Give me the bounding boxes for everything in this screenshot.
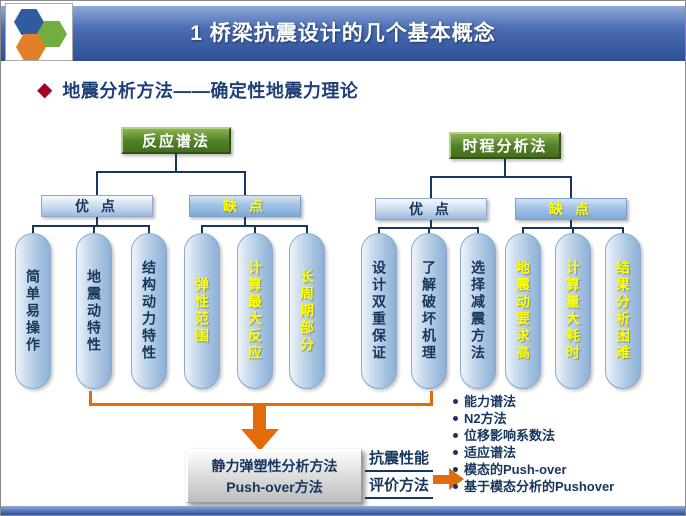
- connector-line: [572, 227, 574, 234]
- orange-arrow-shaft: [433, 475, 450, 484]
- connector-line: [306, 225, 308, 233]
- down-arrow-icon: [241, 429, 279, 451]
- subtitle-text: 地震分析方法——确定性地震力理论: [62, 81, 359, 101]
- orange-arrow-shaft: [253, 403, 266, 429]
- pro-cylinder-label: 了解破坏机理: [421, 260, 437, 362]
- bullet-dot-icon: [453, 484, 458, 489]
- header-band: [1, 6, 685, 61]
- connector-line: [477, 227, 479, 234]
- page-title: 1 桥梁抗震设计的几个基本概念: [190, 22, 496, 45]
- pro-cylinder-label: 简单易操作: [25, 268, 41, 354]
- connector-line: [96, 217, 98, 226]
- con-cylinder-label: 地震动要求高: [515, 260, 531, 362]
- connector-line: [93, 225, 95, 233]
- list-item: 模态的Push-over: [453, 461, 685, 478]
- con-cylinder-label: 长周期部分: [299, 268, 315, 354]
- right-cons-box: 缺 点: [515, 198, 627, 220]
- pro-cylinder-label: 设计双重保证: [371, 260, 387, 362]
- pro-cylinder: 设计双重保证: [361, 233, 397, 389]
- orange-connector-line: [89, 391, 92, 404]
- orange-connector-line: [430, 391, 433, 404]
- pro-cylinder: 了解破坏机理: [411, 233, 447, 389]
- connector-line: [522, 227, 524, 234]
- con-cylinder-label: 结果分析困难: [615, 260, 631, 362]
- method-label: 模态的Push-over: [464, 462, 567, 477]
- left-cons-box: 缺 点: [189, 195, 301, 217]
- connector-line: [504, 159, 506, 177]
- pro-cylinder: 结构动力特性: [131, 233, 167, 389]
- con-cylinder: 计算量大耗时: [555, 233, 591, 389]
- connector-line: [378, 227, 380, 234]
- list-item: 位移影响系数法: [453, 427, 685, 444]
- pushover-box: 静力弹塑性分析方法 Push-over方法: [186, 449, 362, 503]
- left-pros-box: 优 点: [41, 195, 153, 217]
- connector-line: [254, 225, 256, 233]
- pro-cylinder-label: 结构动力特性: [141, 260, 157, 362]
- connector-line: [244, 171, 246, 195]
- bullet-dot-icon: [453, 433, 458, 438]
- connector-line: [175, 154, 177, 172]
- pro-cylinder-label: 选择减震方法: [470, 260, 486, 362]
- footer-band: [1, 506, 685, 515]
- method-label: 能力谱法: [464, 394, 517, 409]
- method-label: N2方法: [464, 411, 507, 426]
- connector-line: [148, 225, 150, 233]
- con-cylinder-label: 计算量大耗时: [565, 260, 581, 362]
- bullet-dot-icon: [453, 416, 458, 421]
- logo: [5, 3, 73, 61]
- bullet-dot-icon: [453, 450, 458, 455]
- method-label: 基于模态分析的Pushover: [464, 479, 615, 494]
- evaluation-label-line2: 评价方法: [365, 472, 433, 499]
- list-item: N2方法: [453, 410, 685, 427]
- right-arrow-icon: [449, 468, 464, 490]
- con-cylinder: 结果分析困难: [605, 233, 641, 389]
- list-item: 能力谱法: [453, 393, 685, 410]
- pro-cylinder-label: 地震动特性: [86, 268, 102, 354]
- evaluation-label: 抗震性能 评价方法: [365, 445, 433, 499]
- list-item: 基于模态分析的Pushover: [453, 478, 685, 495]
- connector-line: [201, 225, 203, 233]
- bullet-dot-icon: [453, 399, 458, 404]
- pro-cylinder: 简单易操作: [15, 233, 51, 389]
- connector-line: [430, 176, 572, 178]
- pushover-line2: Push-over方法: [226, 478, 323, 495]
- right-pros-box: 优 点: [375, 198, 487, 220]
- diamond-bullet-icon: ◆: [37, 79, 53, 101]
- con-cylinder-label: 计算最大反应: [247, 260, 263, 362]
- connector-line: [430, 176, 432, 198]
- con-cylinder: 弹性范围: [184, 233, 220, 389]
- pushover-line1: 静力弹塑性分析方法: [211, 457, 338, 474]
- connector-line: [430, 220, 432, 228]
- con-cylinder-label: 弹性范围: [194, 277, 210, 345]
- method-label: 适应谱法: [464, 445, 517, 460]
- con-cylinder: 地震动要求高: [505, 233, 541, 389]
- connector-line: [622, 227, 624, 234]
- connector-line: [570, 220, 572, 228]
- connector-line: [32, 225, 150, 227]
- evaluation-label-line1: 抗震性能: [365, 445, 433, 472]
- connector-line: [244, 217, 246, 226]
- left-root-box: 反应谱法: [121, 127, 231, 154]
- pro-cylinder: 地震动特性: [76, 233, 112, 389]
- method-label: 位移影响系数法: [464, 428, 556, 443]
- connector-line: [428, 227, 430, 234]
- connector-line: [570, 176, 572, 198]
- con-cylinder: 计算最大反应: [237, 233, 273, 389]
- connector-line: [96, 171, 246, 173]
- methods-list: 能力谱法 N2方法 位移影响系数法 适应谱法 模态的Push-over 基于模态…: [453, 393, 685, 495]
- connector-line: [96, 171, 98, 195]
- con-cylinder: 长周期部分: [289, 233, 325, 389]
- list-item: 适应谱法: [453, 444, 685, 461]
- pro-cylinder: 选择减震方法: [460, 233, 496, 389]
- connector-line: [32, 225, 34, 233]
- subtitle-row: ◆ 地震分析方法——确定性地震力理论: [37, 77, 358, 103]
- right-root-box: 时程分析法: [449, 132, 561, 159]
- bullet-dot-icon: [453, 467, 458, 472]
